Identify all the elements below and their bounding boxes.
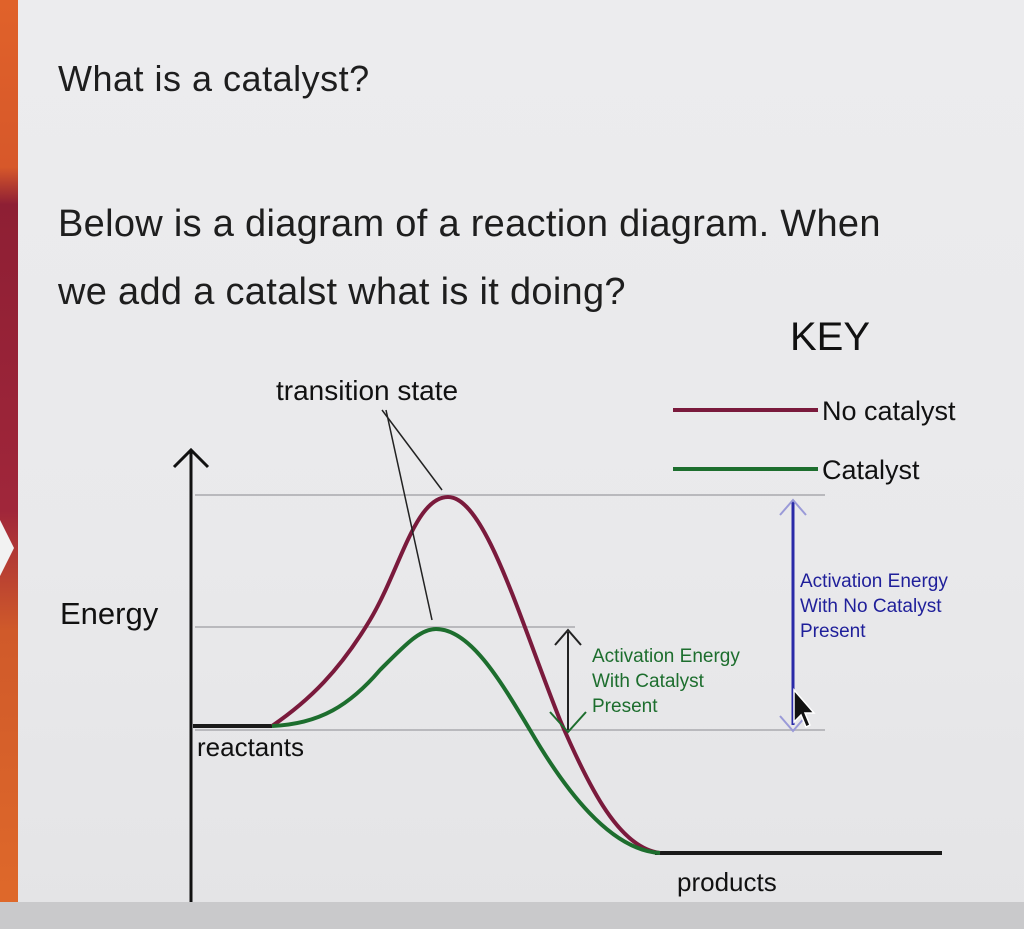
energy-axis-arrowhead [172, 447, 210, 469]
activation-catalyst-arrow-bottom [549, 711, 587, 734]
left-edge-notch [0, 520, 14, 576]
question-body-line-2: we add a catalst what is it doing? [58, 271, 626, 313]
activation-no-catalyst-label-line-1: Activation Energy [800, 571, 948, 592]
activation-no-catalyst-arrow-top [779, 498, 807, 516]
bottom-strip [0, 902, 1024, 929]
legend-no-catalyst-label: No catalyst [822, 396, 956, 426]
activation-no-catalyst-label-line-3: Present [800, 621, 866, 642]
no-catalyst-curve [270, 494, 661, 855]
transition-state-pointer-2 [385, 409, 433, 621]
legend-catalyst-label: Catalyst [822, 455, 920, 485]
mouse-cursor-icon [793, 687, 816, 729]
key-title: KEY [790, 315, 870, 359]
activation-catalyst-label-line-1: Activation Energy [592, 646, 740, 667]
products-label: products [677, 867, 777, 897]
activation-no-catalyst-arrow-bottom [779, 715, 807, 733]
reactants-label: reactants [197, 732, 304, 762]
activation-catalyst-label-line-3: Present [592, 696, 658, 717]
energy-axis-label: Energy [60, 596, 159, 631]
activation-no-catalyst-label-line-2: With No Catalyst [800, 596, 942, 617]
catalyst-curve [271, 626, 661, 855]
transition-state-label: transition state [276, 375, 458, 406]
question-title: What is a catalyst? [58, 58, 370, 99]
left-edge-strip [0, 0, 18, 929]
question-body-line-1: Below is a diagram of a reaction diagram… [58, 203, 881, 245]
activation-catalyst-label-line-2: With Catalyst [592, 671, 705, 692]
question-body: Below is a diagram of a reaction diagram… [58, 190, 1008, 326]
transition-state-pointer-1 [381, 409, 443, 491]
activation-catalyst-arrow-top [554, 628, 582, 646]
